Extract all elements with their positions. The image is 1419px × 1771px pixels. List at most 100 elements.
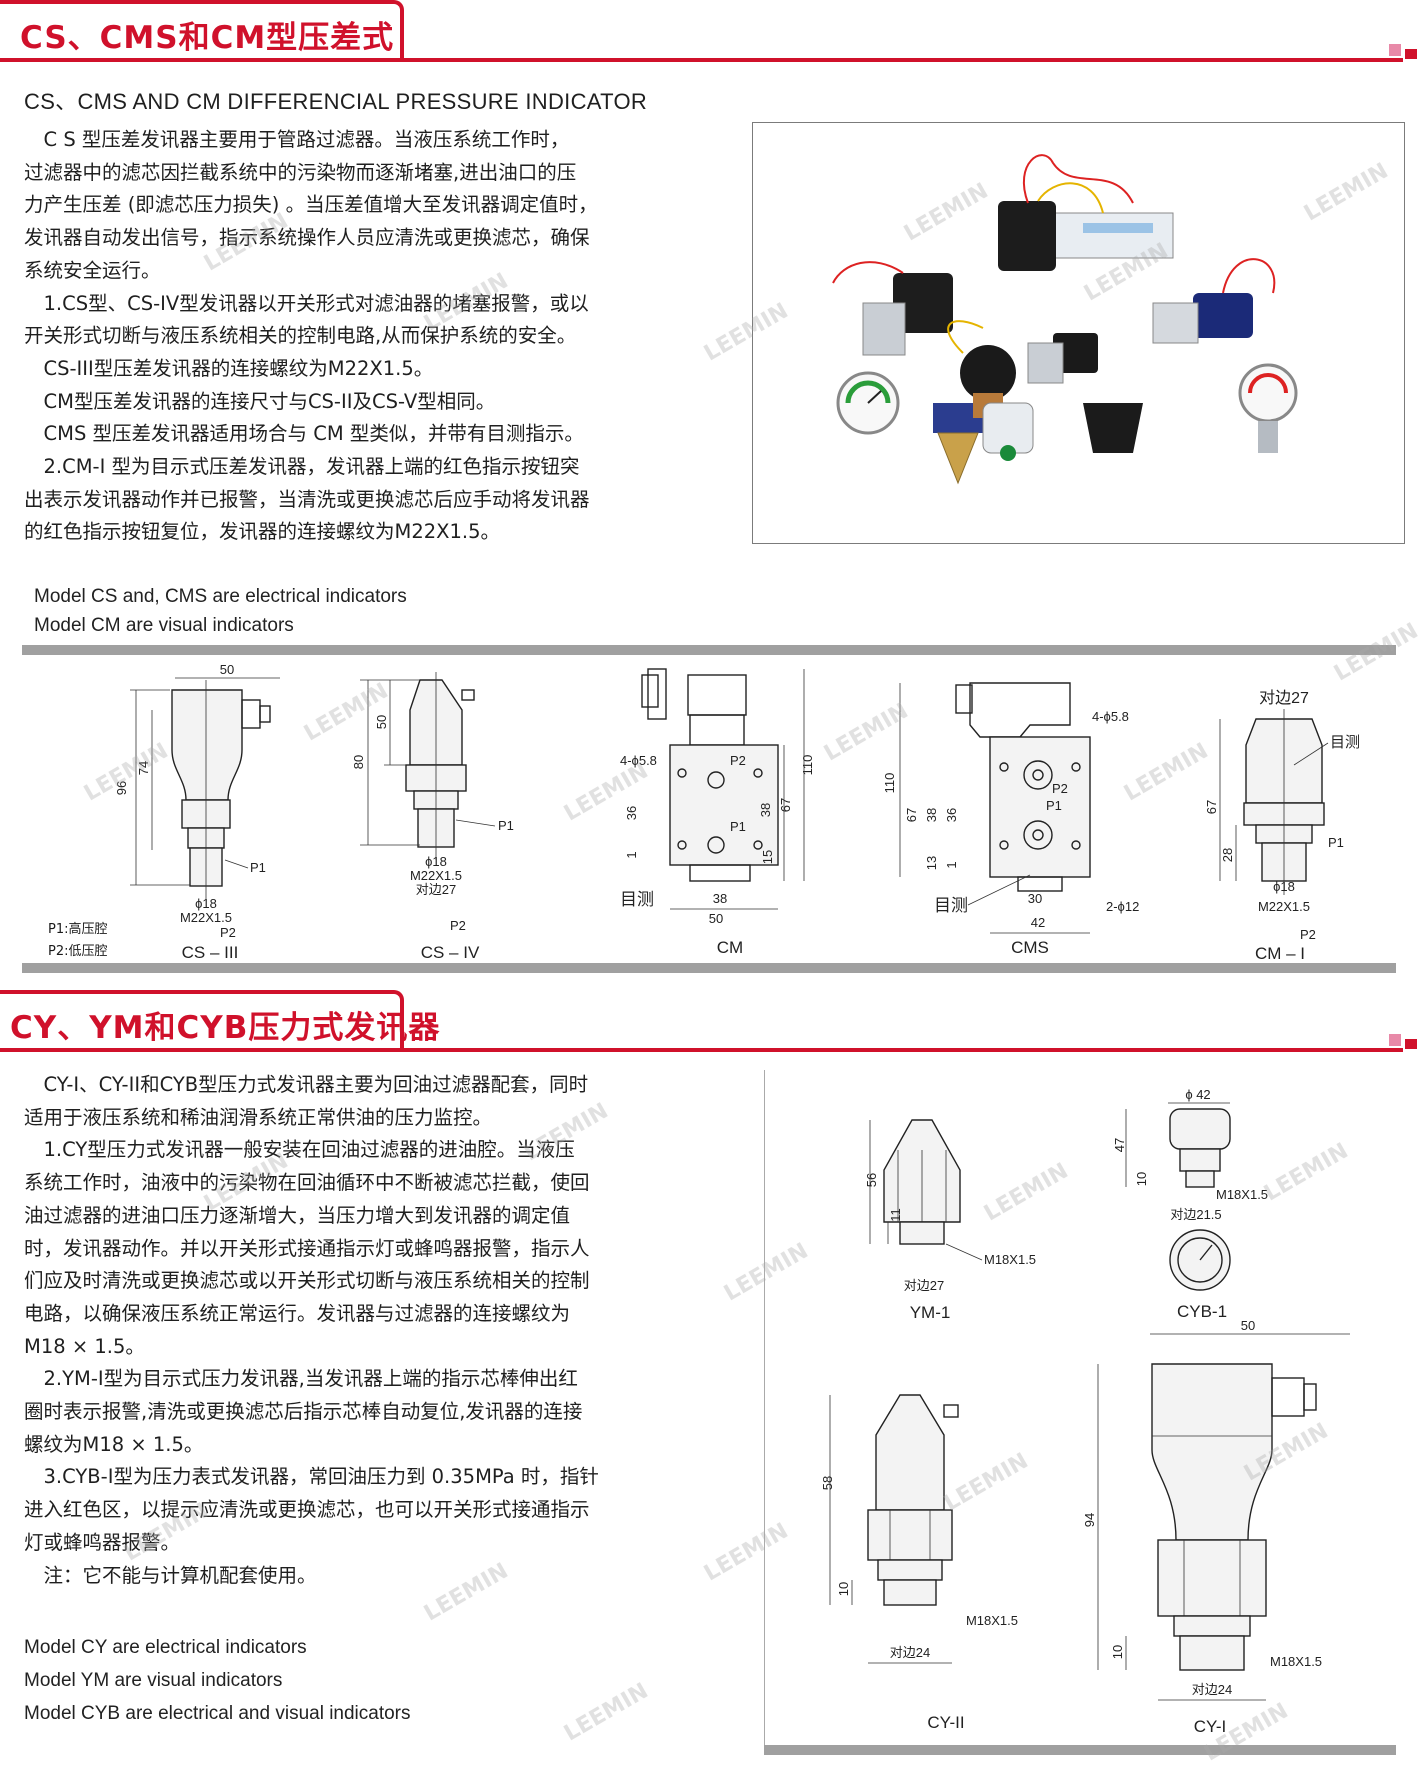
paragraph-line: CMS 型压差发讯器适用场合与 CM 型类似，并带有目测指示。	[24, 422, 584, 446]
paragraph-line: 螺纹为M18 × 1.5。	[24, 1432, 204, 1456]
cms-holes: 4-ϕ5.8	[1092, 709, 1129, 724]
cs3-dia: ϕ18	[195, 896, 217, 911]
ym1-label: YM-1	[910, 1303, 951, 1322]
cm-d50w: 50	[709, 911, 723, 926]
cy1-h2: 10	[1110, 1645, 1125, 1659]
drawing-area-border	[764, 1070, 765, 1750]
cy2-label: CY-II	[927, 1713, 964, 1732]
paragraph-line: 圈时表示报警,清洗或更换滤芯后指示芯棒自动复位,发讯器的连接	[24, 1400, 583, 1424]
cm1-d67: 67	[1204, 800, 1219, 814]
cs3-h1-dim: 96	[114, 781, 129, 795]
cm-p2: P2	[730, 753, 746, 768]
section2-title: CY、YM和CYB压力式发讯器	[10, 1010, 441, 1046]
cm1-dia: ϕ18	[1273, 879, 1295, 894]
drawing-cs3: 50 96 74 P1 ϕ18 M22X1.5 P2 CS – III	[114, 662, 280, 962]
paragraph-line: 力产生压差 (即滤芯压力损失) 。当压差值增大至发讯器调定值时，	[24, 193, 598, 217]
paragraph-line: 注：它不能与计算机配套使用。	[24, 1563, 317, 1587]
section1-divider-top	[22, 645, 1396, 655]
section2-divider-bottom	[764, 1745, 1396, 1755]
cyb1-dia: ϕ 42	[1185, 1087, 1210, 1102]
cy2-h1: 58	[820, 1476, 835, 1490]
paragraph-line: 电路，以确保液压系统正常运行。发讯器与过滤器的连接螺纹为	[24, 1301, 571, 1325]
drawing-cs4: 80 50 P1 ϕ18 M22X1.5 对边27 P2 CS – IV	[351, 672, 514, 962]
paragraph-line: 的红色指示按钮复位，发讯器的连接螺纹为M22X1.5。	[24, 520, 501, 544]
paragraph-line: 3.CYB-I型为压力表式发讯器，常回油压力到 0.35MPa 时，指针	[24, 1465, 599, 1489]
cyb1-thread: M18X1.5	[1216, 1187, 1268, 1202]
cms-d30: 30	[1028, 891, 1042, 906]
cms-label: CMS	[1011, 938, 1049, 957]
section1-title-tab: CS、CMS和CM型压差式	[0, 0, 404, 62]
cy1-w: 50	[1241, 1318, 1255, 1333]
cms-p1: P1	[1046, 798, 1062, 813]
ym1-h1: 56	[864, 1173, 879, 1187]
cm-holes: 4-ϕ5.8	[620, 753, 657, 768]
section2-body: CY-I、CY-II和CYB型压力式发讯器主要为回油过滤器配套，同时适用于液压系…	[24, 1069, 599, 1592]
cy2-hex: 对边24	[890, 1645, 930, 1660]
drawing-cy1: 50 94 10 M18X1.5 对边24 CY-I	[1082, 1318, 1350, 1736]
cms-eye: 目测	[934, 896, 968, 915]
paragraph-line: 系统安全运行。	[24, 258, 161, 282]
section2-model-line-1: Model CY are electrical indicators	[24, 1637, 307, 1658]
section2-model-line-3: Model CYB are electrical and visual indi…	[24, 1703, 411, 1724]
header2-pink-square	[1389, 1034, 1401, 1046]
cs3-p2-label: P2	[220, 925, 236, 940]
cy1-h1: 94	[1082, 1513, 1097, 1527]
section1-divider-bottom	[22, 963, 1396, 973]
cyb1-hex: 对边21.5	[1170, 1207, 1221, 1222]
cms-d110: 110	[882, 773, 897, 794]
cm-d110: 110	[800, 755, 815, 776]
paragraph-line: 时，发讯器动作。并以开关形式接通指示灯或蜂鸣器报警，指示人	[24, 1236, 590, 1260]
cms-d42: 42	[1031, 915, 1045, 930]
section1-subtitle-en: CS、CMS AND CM DIFFERENCIAL PRESSURE INDI…	[24, 89, 648, 114]
cy2-thread: M18X1.5	[966, 1613, 1018, 1628]
section1-title: CS、CMS和CM型压差式	[20, 20, 395, 56]
cs4-p2-label: P2	[450, 918, 466, 933]
cm-label: CM	[717, 938, 743, 957]
section2-title-tab: CY、YM和CYB压力式发讯器	[0, 990, 439, 1052]
cms-p2: P2	[1052, 781, 1068, 796]
header-pink-square	[1389, 44, 1401, 56]
section2-header: CY、YM和CYB压力式发讯器	[0, 990, 1419, 1052]
section1-model-line-2: Model CM are visual indicators	[34, 615, 294, 636]
cm1-p1: P1	[1328, 835, 1344, 850]
paragraph-line: 灯或蜂鸣器报警。	[24, 1530, 181, 1554]
paragraph-line: 1.CS型、CS-IV型发讯器以开关形式对滤油器的堵塞报警，或以	[24, 291, 589, 315]
paragraph-line: 出表示发讯器动作并已报警，当清洗或更换滤芯后应手动将发讯器	[24, 487, 590, 511]
cs3-p1-label: P1	[250, 860, 266, 875]
section2-rule	[0, 1048, 1403, 1052]
ym1-thread: M18X1.5	[984, 1252, 1036, 1267]
watermark-logo: LEEMIN	[699, 1518, 793, 1587]
section1-rule	[0, 58, 1403, 62]
product-photo	[752, 122, 1405, 544]
cms-d1: 1	[944, 861, 959, 868]
cy1-thread: M18X1.5	[1270, 1654, 1322, 1669]
paragraph-line: 2.YM-I型为目示式压力发讯器,当发讯器上端的指示芯棒伸出红	[24, 1367, 578, 1391]
cm-d67: 67	[778, 798, 793, 812]
drawing-cyb1: ϕ 42 47 10 M18X1.5 对边21.5 CYB-1	[1112, 1087, 1268, 1321]
cm1-hex: 对边27	[1259, 689, 1309, 707]
drawing-ym1: 56 11 M18X1.5 对边27 YM-1	[864, 1119, 1036, 1322]
drawing-cm1: 对边27 目测 67 28 P1 ϕ18 M22X1.5 P2 CM – I	[1204, 689, 1360, 963]
section1-body: C S 型压差发讯器主要用于管路过滤器。当液压系统工作时，过滤器中的滤芯因拦截系…	[24, 124, 598, 549]
section2-model-line-2: Model YM are visual indicators	[24, 1670, 283, 1691]
cs4-label: CS – IV	[421, 943, 480, 962]
cs3-note-2: P2:低压腔	[48, 944, 108, 959]
paragraph-line: CY-I、CY-II和CYB型压力式发讯器主要为回油过滤器配套，同时	[24, 1073, 589, 1096]
cs3-note-1: P1:高压腔	[48, 922, 108, 937]
cs4-hex: 对边27	[416, 882, 456, 897]
cm-d15: 15	[760, 850, 775, 864]
cy1-hex: 对边24	[1192, 1682, 1232, 1697]
paragraph-line: CS-III型压差发讯器的连接螺纹为M22X1.5。	[24, 356, 434, 380]
cs4-h2-dim: 50	[374, 715, 389, 729]
paragraph-line: CM型压差发讯器的连接尺寸与CS-II及CS-V型相同。	[24, 389, 496, 413]
cms-d38: 38	[924, 808, 939, 822]
paragraph-line: 发讯器自动发出信号，指示系统操作人员应清洗或更换滤芯，确保	[24, 226, 590, 250]
cm1-p2: P2	[1300, 927, 1316, 942]
paragraph-line: M18 × 1.5。	[24, 1334, 145, 1358]
cms-d13: 13	[924, 856, 939, 870]
drawing-cms: 4-ϕ5.8 P2 P1 110 67 38 36 13 1 30 42 2-ϕ…	[882, 682, 1139, 957]
cm-d36: 36	[624, 806, 639, 820]
cs4-h1-dim: 80	[351, 755, 366, 769]
paragraph-line: 过滤器中的滤芯因拦截系统中的污染物而逐渐堵塞,进出油口的压	[24, 160, 577, 184]
cms-d67: 67	[904, 808, 919, 822]
